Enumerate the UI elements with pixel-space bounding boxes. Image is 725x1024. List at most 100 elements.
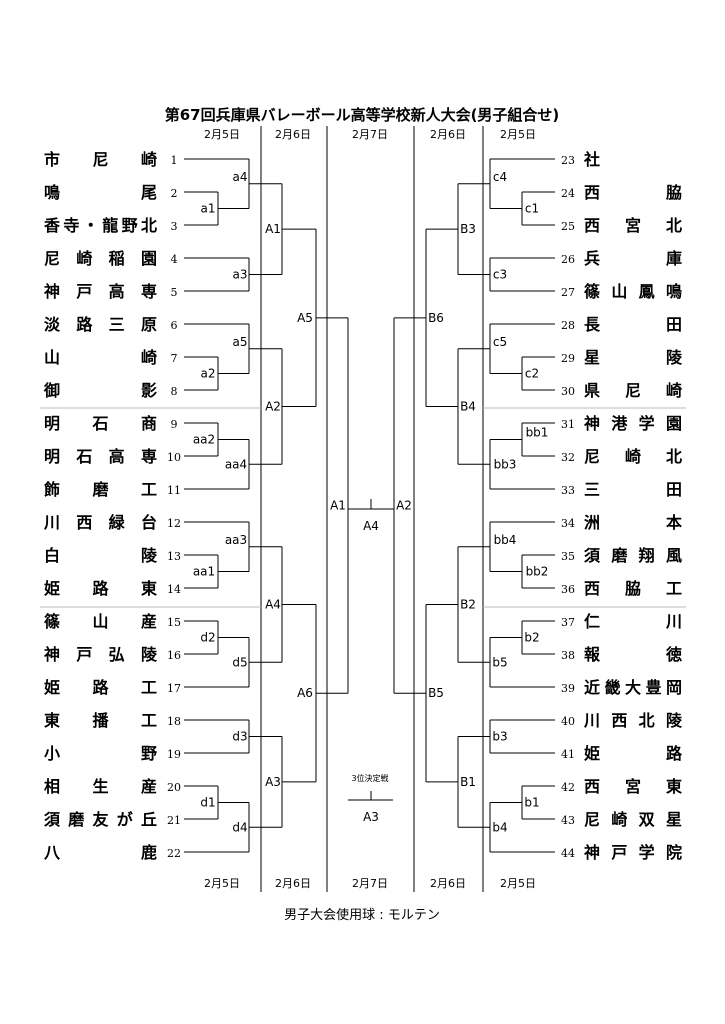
- left-team-list: 1市尼崎2鳴尾3香寺・龍野北4尼崎稲園5神戸高専6淡路三原7山崎8御影9明石商1…: [43, 150, 181, 862]
- match-label-third_place: A3: [363, 810, 379, 824]
- match-label-d2: d2: [200, 631, 215, 645]
- team-seed-number: 22: [167, 847, 181, 860]
- team-seed-number: 14: [167, 583, 181, 596]
- footer-ball-note: 男子大会使用球 : モルテン: [284, 907, 440, 923]
- team-seed-number: 26: [561, 253, 575, 266]
- match-label-a4: a4: [233, 170, 248, 184]
- match-label-d1: d1: [200, 796, 215, 810]
- match-label-a2: a2: [201, 367, 216, 381]
- team-seed-number: 5: [171, 286, 178, 299]
- team-name: 御影: [43, 381, 157, 400]
- match-label-a5: a5: [233, 335, 248, 349]
- team-seed-number: 24: [561, 187, 575, 200]
- match-label-bb2: bb2: [526, 565, 549, 579]
- match-label-d4: d4: [232, 820, 247, 834]
- team-name: 山崎: [44, 348, 157, 367]
- date-top-round1-left: 2月5日: [204, 128, 240, 141]
- team-seed-number: 16: [167, 649, 181, 662]
- team-name: 星陵: [584, 348, 683, 367]
- team-name: 明石商: [44, 414, 157, 433]
- team-name: 須磨友が丘: [43, 810, 157, 829]
- team-name: 姫路工: [44, 678, 157, 697]
- bracket-lines: [184, 158, 555, 853]
- third-place-label: 3位決定戦: [351, 773, 388, 783]
- team-name: 小野: [44, 744, 157, 763]
- team-name: 相生産: [44, 777, 157, 796]
- team-name: 川西緑台: [43, 513, 157, 532]
- team-seed-number: 43: [561, 814, 575, 827]
- match-label-bb4: bb4: [494, 533, 517, 547]
- match-label-a3: a3: [233, 268, 248, 282]
- team-name: 神戸弘陵: [44, 645, 158, 664]
- team-name: 三田: [584, 480, 682, 499]
- team-seed-number: 21: [167, 814, 181, 827]
- team-seed-number: 32: [561, 451, 575, 464]
- team-seed-number: 34: [561, 517, 575, 530]
- team-name: 川西北陵: [583, 711, 683, 730]
- match-label-semi_right: A2: [396, 499, 412, 513]
- team-seed-number: 6: [171, 319, 178, 332]
- match-label-B3: B3: [460, 222, 476, 236]
- team-name: 姫路東: [44, 579, 157, 598]
- team-seed-number: 31: [561, 418, 575, 431]
- team-seed-number: 2: [171, 187, 178, 200]
- match-label-aa3: aa3: [225, 533, 247, 547]
- team-seed-number: 15: [167, 616, 181, 629]
- match-label-B6: B6: [428, 311, 444, 325]
- team-name: 尼崎双星: [584, 810, 682, 829]
- dates-bottom-row: 2月5日 2月6日 2月7日 2月6日 2月5日: [204, 877, 536, 890]
- match-label-c2: c2: [525, 367, 539, 381]
- match-label-d5: d5: [232, 655, 247, 669]
- section-separator-lines: [40, 407, 686, 608]
- team-name: 近畿大豊岡: [584, 678, 682, 697]
- match-label-semi_left: A1: [330, 499, 346, 513]
- match-label-B2: B2: [460, 598, 476, 612]
- team-seed-number: 38: [561, 649, 575, 662]
- match-label-final: A4: [363, 519, 379, 533]
- team-seed-number: 19: [167, 748, 181, 761]
- team-name: 県尼崎: [584, 381, 682, 400]
- column-divider-lines: [260, 126, 484, 892]
- team-name: 西宮東: [584, 777, 682, 796]
- match-label-b4: b4: [492, 820, 507, 834]
- team-name: 篠山産: [44, 612, 157, 631]
- date-top-final: 2月7日: [352, 128, 388, 141]
- match-label-a1: a1: [201, 202, 216, 216]
- match-label-b2: b2: [524, 631, 539, 645]
- date-bottom-round1-right: 2月5日: [500, 877, 536, 890]
- team-seed-number: 39: [561, 682, 575, 695]
- team-seed-number: 41: [561, 748, 575, 761]
- dates-top-row: 2月5日 2月6日 2月7日 2月6日 2月5日: [204, 128, 536, 141]
- team-seed-number: 29: [561, 352, 575, 365]
- date-bottom-round1-left: 2月5日: [204, 877, 240, 890]
- match-label-B1: B1: [460, 775, 476, 789]
- team-name: 須磨翔風: [583, 546, 682, 565]
- team-name: 神戸学院: [584, 843, 682, 862]
- team-seed-number: 36: [561, 583, 575, 596]
- team-name: 西脇工: [584, 579, 682, 598]
- match-labels: a1a4a3a2a5aa2aa4aa1aa3d2d5d3d1d4A1A2A4A3…: [193, 170, 549, 835]
- team-seed-number: 40: [561, 715, 575, 728]
- team-seed-number: 11: [167, 484, 181, 497]
- match-label-aa2: aa2: [193, 433, 215, 447]
- team-name: 尼崎北: [584, 447, 682, 466]
- match-label-d3: d3: [232, 730, 247, 744]
- team-seed-number: 23: [561, 154, 575, 167]
- team-seed-number: 44: [561, 847, 575, 860]
- match-label-A3: A3: [265, 775, 281, 789]
- match-label-b1: b1: [524, 796, 539, 810]
- team-seed-number: 4: [171, 253, 178, 266]
- team-seed-number: 12: [167, 517, 181, 530]
- team-name: 八鹿: [43, 843, 157, 862]
- match-label-b5: b5: [492, 655, 507, 669]
- team-seed-number: 13: [167, 550, 181, 563]
- match-label-c5: c5: [493, 335, 507, 349]
- team-name: 神港学園: [584, 414, 682, 433]
- team-name: 兵庫: [584, 249, 682, 268]
- team-name: 報徳: [584, 645, 682, 664]
- team-name: 西脇: [584, 183, 682, 202]
- team-seed-number: 9: [171, 418, 178, 431]
- date-top-round1-right: 2月5日: [500, 128, 536, 141]
